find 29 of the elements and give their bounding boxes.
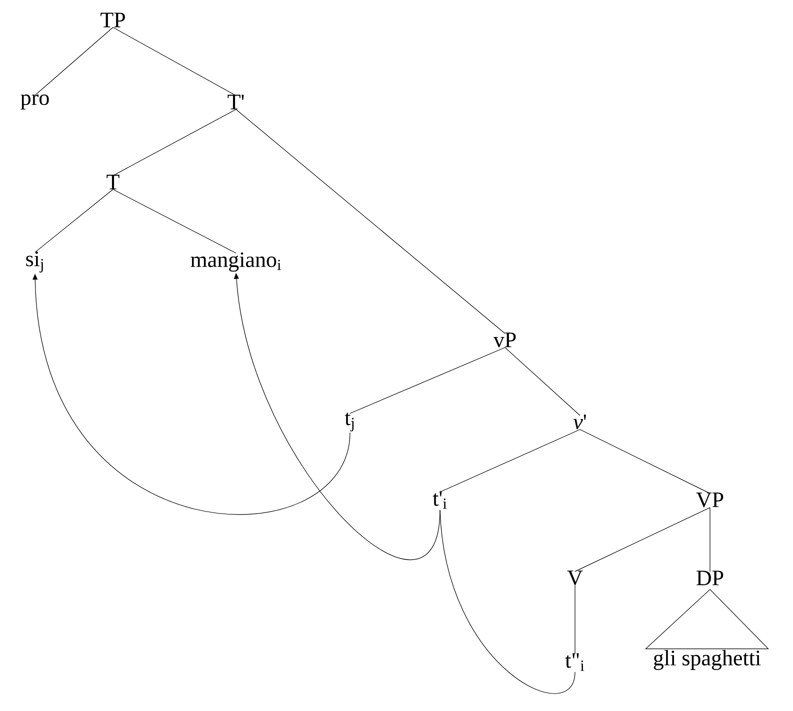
branch-line: [112, 189, 236, 254]
tree-node-label: mangiano$_{i}$: [190, 252, 281, 272]
tree-node-label: T: [106, 174, 120, 190]
tree-node-label: t'$_{i}$: [432, 491, 447, 509]
tree-node-label: vP: [493, 332, 516, 348]
branch-line: [34, 189, 114, 253]
tree-node-label: VP: [696, 492, 724, 508]
tree-node-label: t$_{j}$: [344, 412, 354, 432]
tree-node-label: v': [573, 414, 586, 430]
tree-node-label: V: [567, 570, 583, 586]
branch-line: [350, 347, 506, 414]
branch-line: [34, 27, 114, 96]
tree-node-label: t"$_{i}$: [565, 653, 584, 671]
branch-line: [574, 585, 576, 654]
tree-node-label: DP: [696, 570, 724, 586]
tree-node-label: TP: [100, 12, 125, 28]
movement-line: [440, 510, 576, 694]
phrase-label: gli spaghetti: [654, 650, 761, 670]
tree-node-label: T': [228, 94, 244, 110]
branch-line: [440, 429, 580, 492]
branch-line: [236, 109, 506, 334]
triangle: [644, 589, 769, 650]
tree-node-label: si$_{j}$: [26, 252, 43, 272]
branch-line: [574, 507, 710, 572]
branch-line: [112, 109, 236, 176]
branch-line: [580, 429, 710, 494]
tree-node-label: pro: [20, 94, 49, 110]
branch-line: [112, 27, 236, 96]
branch-line: [504, 347, 580, 416]
